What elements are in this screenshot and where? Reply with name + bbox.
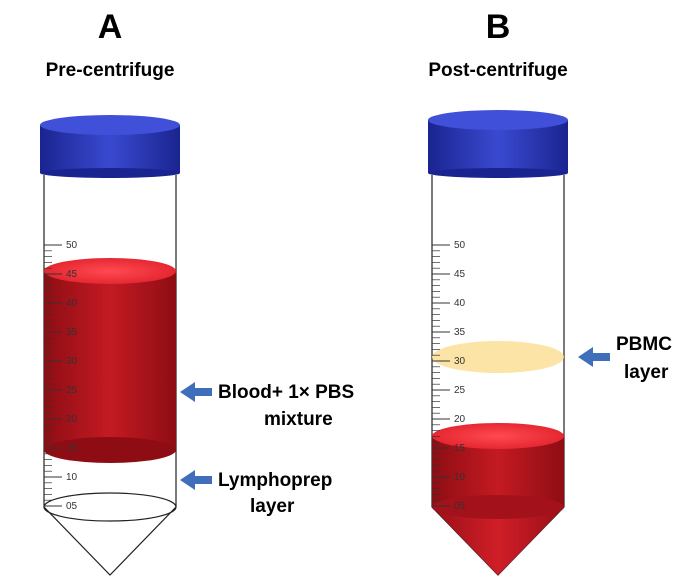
tube-b-tick-label-30: 30 (454, 356, 466, 367)
panel-b-letter: B (486, 8, 511, 46)
tube-b-cap (428, 110, 568, 178)
panel-a-title: Pre-centrifuge (46, 60, 175, 81)
tube-a-cap (40, 115, 180, 178)
tube-a-tick-label-05: 05 (66, 501, 78, 512)
tube-a-mixture-layer (44, 258, 176, 463)
tube-b-tick-label-45: 45 (454, 269, 466, 280)
tube-a-tick-label-10: 10 (66, 472, 78, 483)
label-lymphoprep-line2: layer (250, 496, 295, 517)
tube-b-tick-label-05: 05 (454, 501, 466, 512)
tube-a-tick-label-30: 30 (66, 356, 78, 367)
label-pbmc-line2: layer (624, 362, 669, 383)
label-lymphoprep-line1: Lymphoprep (218, 470, 332, 491)
tube-b-scale: 50 45 40 35 30 25 20 15 10 05 (432, 240, 466, 512)
label-pbmc-line1: PBMC (616, 334, 672, 355)
tube-b-red-layer (432, 423, 564, 575)
arrow-lymphoprep (180, 470, 212, 490)
arrow-pbmc (578, 347, 610, 367)
tube-a-tick-label-20: 20 (66, 414, 78, 425)
tube-b-tick-label-50: 50 (454, 240, 466, 251)
tube-a-scale: 50 45 40 35 30 25 20 15 10 05 (44, 240, 78, 512)
tube-a-tick-label-50: 50 (66, 240, 78, 251)
tube-b-tick-label-25: 25 (454, 385, 466, 396)
tube-a-tick-label-40: 40 (66, 298, 78, 309)
tube-a: 50 45 40 35 30 25 20 15 10 05 (40, 115, 180, 576)
tube-a-bottom-rim (43, 492, 177, 522)
tube-a-tick-label-15: 15 (66, 443, 78, 454)
tube-b-pbmc-layer (432, 341, 564, 373)
tube-a-tick-label-35: 35 (66, 327, 78, 338)
tube-b: 50 45 40 35 30 25 20 15 10 05 (428, 110, 568, 576)
tube-b-tick-label-20: 20 (454, 414, 466, 425)
label-mixture-line1: Blood+ 1× PBS (218, 382, 354, 403)
tube-a-tick-label-45: 45 (66, 269, 78, 280)
tube-a-tick-label-25: 25 (66, 385, 78, 396)
tube-b-tick-label-10: 10 (454, 472, 466, 483)
tube-b-tick-label-40: 40 (454, 298, 466, 309)
label-mixture-line2: mixture (264, 409, 333, 430)
panel-a-letter: A (98, 8, 123, 46)
tube-b-tick-label-35: 35 (454, 327, 466, 338)
arrow-mixture (180, 382, 212, 402)
tube-b-tick-label-15: 15 (454, 443, 466, 454)
panel-b-title: Post-centrifuge (428, 60, 567, 81)
